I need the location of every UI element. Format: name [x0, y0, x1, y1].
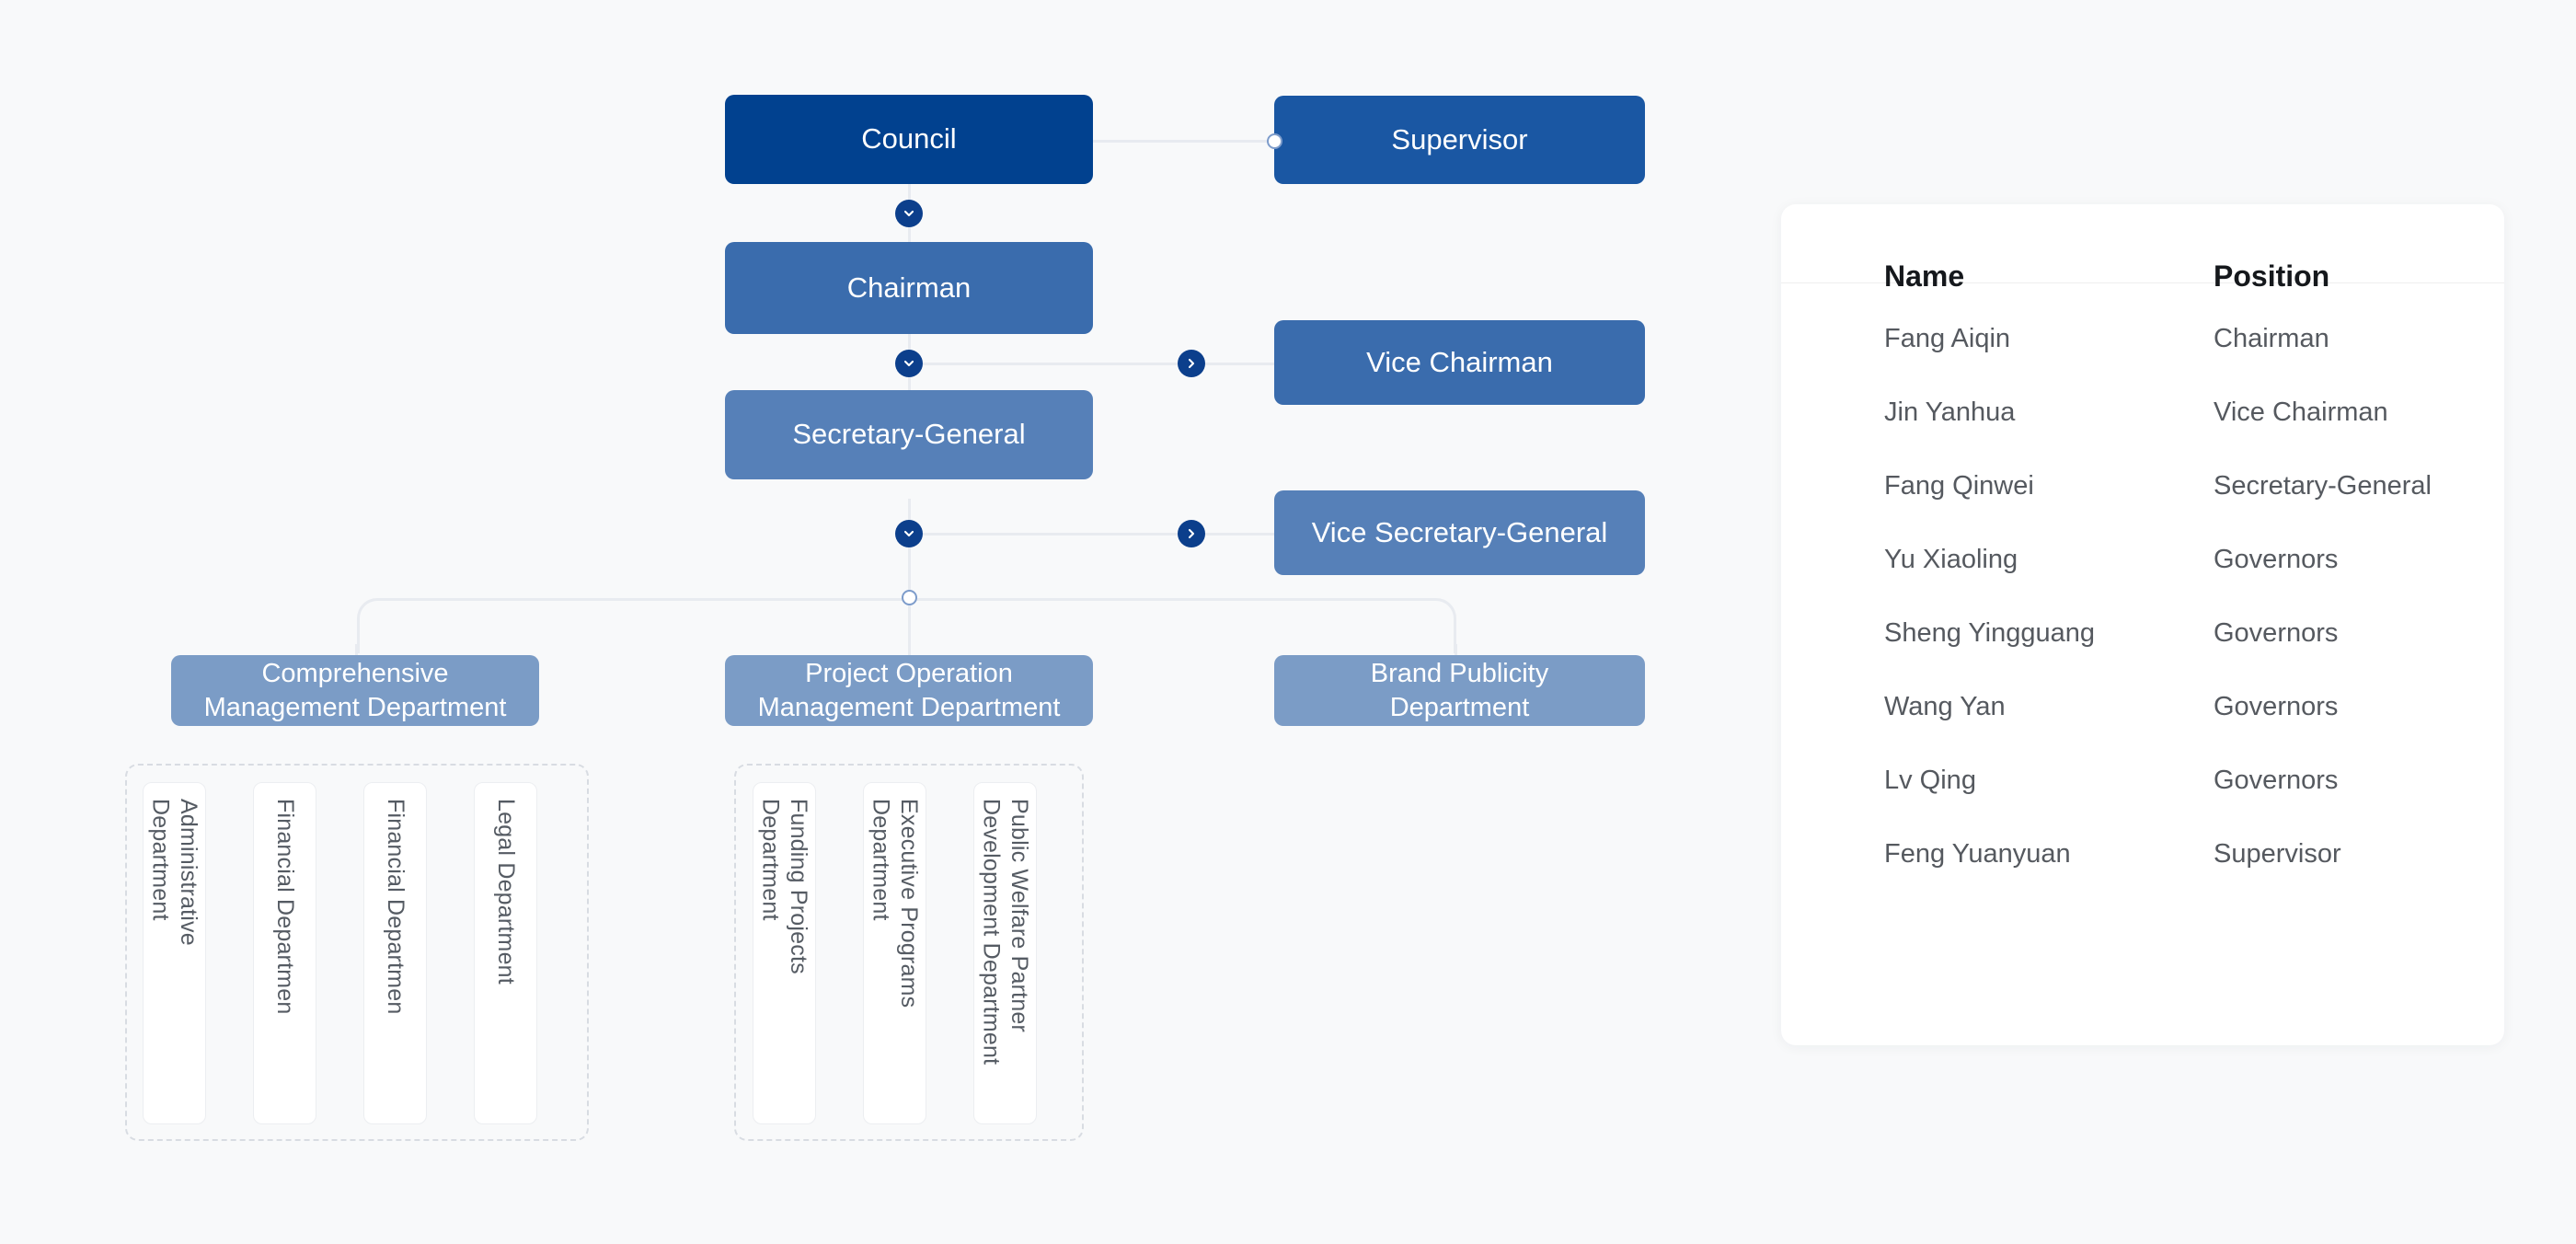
- connector-secretary-to-vice-secretary: [923, 533, 1274, 536]
- cell-position: Supervisor: [2214, 839, 2341, 869]
- node-department-0[interactable]: Comprehensive Management Department: [171, 655, 539, 726]
- cell-name: Jin Yanhua: [1884, 397, 2016, 427]
- node-council-label: Council: [861, 122, 957, 156]
- sub-department-card-0-1[interactable]: Financial Departmen: [253, 782, 316, 1124]
- sub-department-label-1-2: Public Welfare Partner Development Depar…: [978, 799, 1033, 1065]
- table-row[interactable]: Sheng Yingguang Governors: [1781, 598, 2504, 672]
- chevron-down-icon-chairman[interactable]: [895, 350, 923, 377]
- cell-name: Feng Yuanyuan: [1884, 839, 2071, 869]
- cell-position: Governors: [2214, 766, 2339, 795]
- sub-department-card-1-2[interactable]: Public Welfare Partner Development Depar…: [973, 782, 1037, 1124]
- node-vice-secretary-general-label: Vice Secretary-General: [1311, 515, 1608, 548]
- people-table-header: Name Position: [1781, 204, 2504, 293]
- table-row[interactable]: Wang Yan Governors: [1781, 672, 2504, 745]
- chevron-right-icon-vice-secretary[interactable]: [1178, 520, 1205, 547]
- circle-junction-icon: [902, 590, 917, 605]
- people-table-card: Name Position Fang Aiqin Chairman Jin Ya…: [1781, 204, 2504, 1045]
- sub-department-card-0-2[interactable]: Financial Departmen: [363, 782, 427, 1124]
- sub-department-card-1-0[interactable]: Funding Projects Department: [753, 782, 816, 1124]
- sub-department-label-0-3: Legal Department: [492, 799, 519, 985]
- node-vice-secretary-general[interactable]: Vice Secretary-General: [1274, 490, 1645, 575]
- sub-department-label-0-1: Financial Departmen: [271, 799, 298, 1015]
- sub-department-group-0: [125, 764, 589, 1141]
- chevron-down-icon-secretary[interactable]: [895, 520, 923, 547]
- cell-position: Governors: [2214, 692, 2339, 721]
- cell-position: Chairman: [2214, 324, 2329, 353]
- node-council[interactable]: Council: [725, 95, 1093, 184]
- node-supervisor[interactable]: Supervisor: [1274, 96, 1645, 184]
- circle-endpoint-icon: [1267, 133, 1282, 149]
- node-vice-chairman-label: Vice Chairman: [1366, 345, 1553, 378]
- column-header-position: Position: [2214, 259, 2330, 293]
- cell-name: Yu Xiaoling: [1884, 545, 2018, 574]
- connector-drop-dept-2: [908, 598, 911, 662]
- table-row[interactable]: Jin Yanhua Vice Chairman: [1781, 377, 2504, 451]
- chevron-right-icon-vice-chairman[interactable]: [1178, 350, 1205, 377]
- column-header-name: Name: [1884, 259, 1965, 293]
- node-secretary-general-label: Secretary-General: [792, 418, 1026, 451]
- sub-department-label-1-1: Executive Programs Department: [868, 799, 923, 1008]
- node-department-2-label: Brand Publicity Department: [1370, 659, 1549, 722]
- cell-position: Vice Chairman: [2214, 397, 2388, 427]
- node-department-1[interactable]: Project Operation Management Department: [725, 655, 1093, 726]
- cell-position: Governors: [2214, 545, 2339, 574]
- table-row[interactable]: Feng Yuanyuan Supervisor: [1781, 819, 2504, 893]
- node-secretary-general[interactable]: Secretary-General: [725, 390, 1093, 479]
- node-chairman-label: Chairman: [846, 271, 972, 304]
- table-row[interactable]: Fang Qinwei Secretary-General: [1781, 451, 2504, 524]
- connector-department-bracket: [357, 598, 1456, 653]
- table-row[interactable]: Yu Xiaoling Governors: [1781, 524, 2504, 598]
- cell-name: Lv Qing: [1884, 766, 1976, 795]
- chevron-down-icon-council[interactable]: [895, 200, 923, 227]
- connector-council-to-supervisor: [1093, 140, 1277, 143]
- sub-department-card-0-0[interactable]: Administrative Department: [143, 782, 206, 1124]
- cell-name: Fang Qinwei: [1884, 471, 2034, 501]
- sub-department-group-1: [734, 764, 1084, 1141]
- cell-position: Governors: [2214, 618, 2339, 648]
- node-department-0-label: Comprehensive Management Department: [203, 659, 507, 722]
- node-vice-chairman[interactable]: Vice Chairman: [1274, 320, 1645, 405]
- connector-drop-dept-1: [355, 644, 358, 662]
- sub-department-card-0-3[interactable]: Legal Department: [474, 782, 537, 1124]
- connector-secretary-to-departments: [908, 499, 911, 600]
- sub-department-label-1-0: Funding Projects Department: [757, 799, 812, 974]
- sub-department-card-1-1[interactable]: Executive Programs Department: [863, 782, 926, 1124]
- sub-department-label-0-0: Administrative Department: [147, 799, 202, 946]
- table-row[interactable]: Fang Aiqin Chairman: [1781, 304, 2504, 377]
- node-supervisor-label: Supervisor: [1391, 122, 1528, 156]
- cell-name: Wang Yan: [1884, 692, 2006, 721]
- connector-chairman-to-vice-chairman: [923, 363, 1274, 365]
- sub-department-label-0-2: Financial Departmen: [382, 799, 408, 1015]
- node-department-1-label: Project Operation Management Department: [757, 659, 1061, 722]
- node-department-2[interactable]: Brand Publicity Department: [1274, 655, 1645, 726]
- cell-name: Sheng Yingguang: [1884, 618, 2095, 648]
- table-row[interactable]: Lv Qing Governors: [1781, 745, 2504, 819]
- node-chairman[interactable]: Chairman: [725, 242, 1093, 334]
- connector-drop-dept-3: [1455, 644, 1457, 662]
- cell-position: Secretary-General: [2214, 471, 2432, 501]
- cell-name: Fang Aiqin: [1884, 324, 2011, 353]
